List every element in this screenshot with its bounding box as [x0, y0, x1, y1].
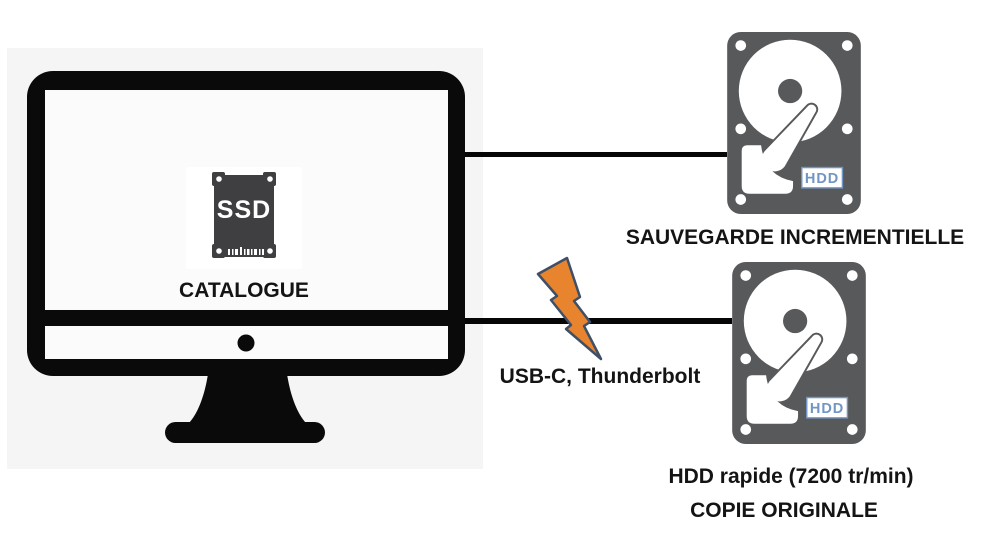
incremental-backup-caption: SAUVEGARDE INCREMENTIELLE	[625, 226, 965, 249]
hdd-badge-text: HDD	[810, 401, 844, 417]
ssd-pins	[228, 247, 264, 255]
power-button-dot	[237, 334, 255, 352]
hdd-original-icon: HDD	[732, 261, 866, 445]
hdd-incremental-icon: HDD	[727, 31, 861, 215]
hdd-badge: HDD	[806, 396, 849, 419]
lightning-bolt-icon	[536, 256, 603, 361]
hdd-badge-text: HDD	[805, 171, 839, 187]
catalogue-label: CATALOGUE	[179, 279, 309, 302]
hdd-badge: HDD	[801, 166, 844, 189]
connection-label: USB-C, Thunderbolt	[499, 365, 701, 388]
original-copy-caption-line2: COPIE ORIGINALE	[690, 499, 878, 522]
connection-line-incremental	[460, 152, 727, 157]
original-copy-caption-line1: HDD rapide (7200 tr/min)	[668, 465, 914, 488]
ssd-icon-text: SSD	[217, 196, 271, 224]
ssd-icon: SSD	[186, 167, 302, 269]
connection-line-original	[460, 318, 732, 324]
computer-monitor-icon	[27, 71, 465, 443]
